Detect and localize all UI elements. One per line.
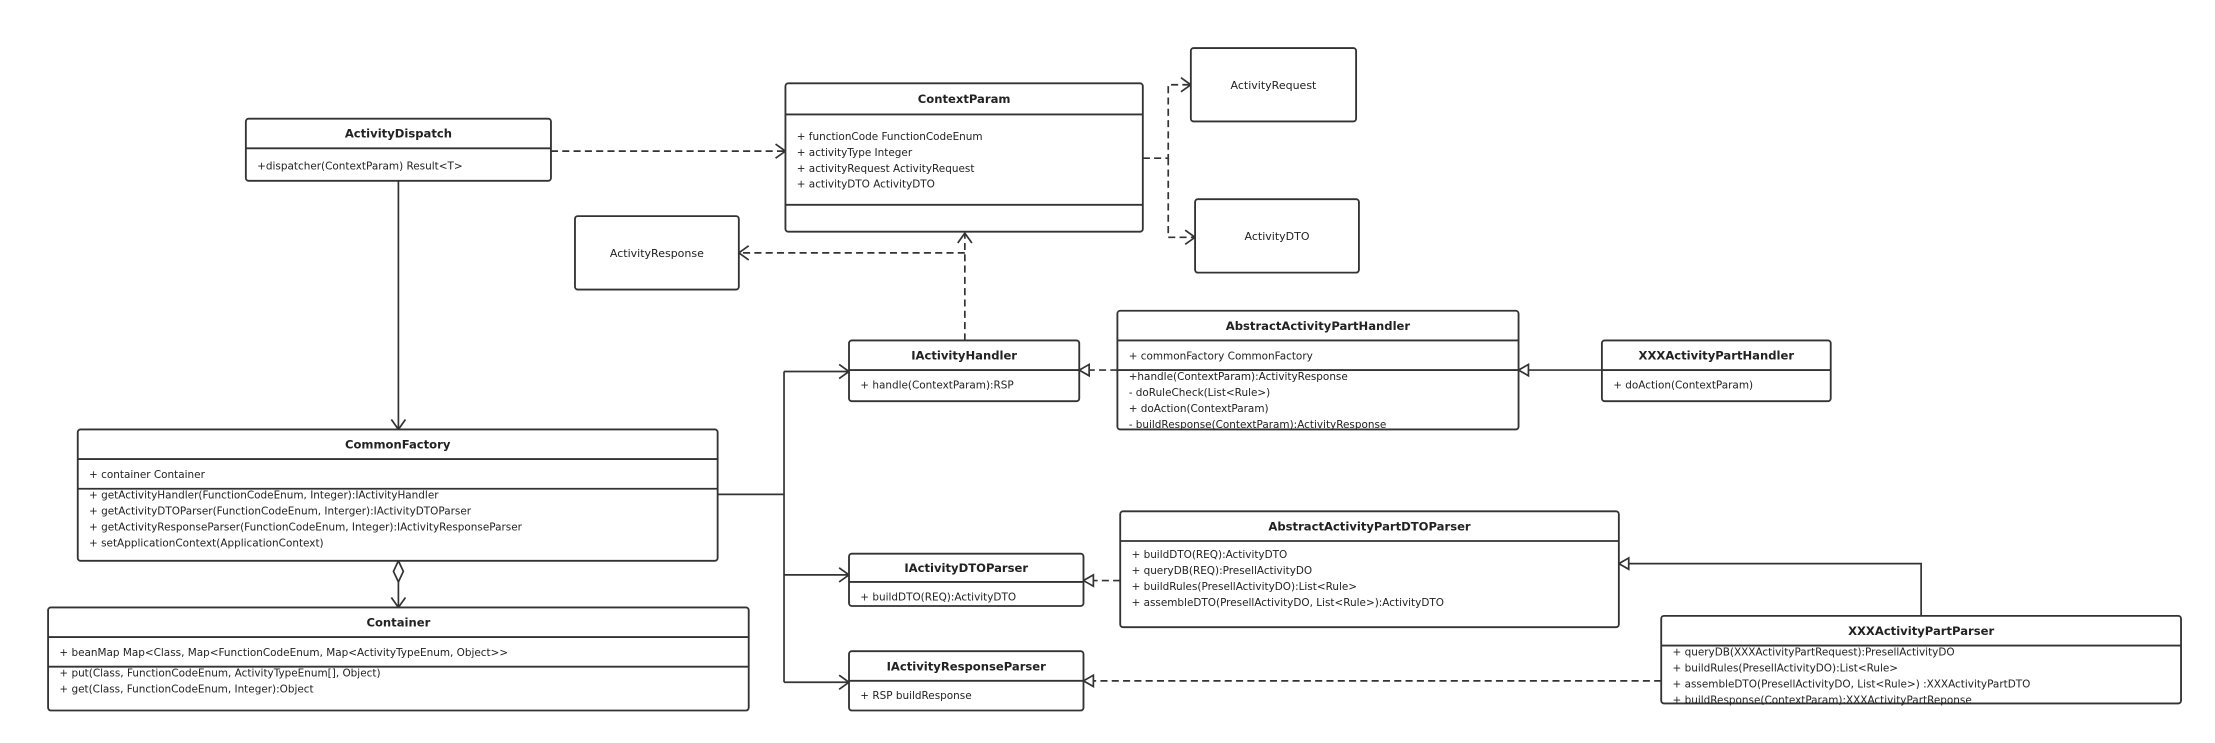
class-i-activity-response-parser[interactable]: IActivityResponseParser + RSP buildRespon… — [848, 650, 1085, 712]
class-attribute: + activityDTO ActivityDTO — [797, 179, 935, 191]
class-method: + assembleDTO(PresellActivityDO, List<Ru… — [1132, 597, 1444, 609]
class-name: IActivityDTOParser — [904, 561, 1028, 575]
hollow-triangle-arrowhead — [1617, 556, 1630, 571]
class-method: - buildResponse(ContextParam):ActivityRe… — [1129, 419, 1387, 431]
class-method: + getActivityDTOParser(FunctionCodeEnum,… — [89, 506, 472, 518]
hollow-triangle-arrowhead — [1516, 362, 1530, 378]
association-factory-trunk — [717, 371, 785, 683]
class-name: ActivityResponse — [610, 247, 704, 260]
class-activity-dto[interactable]: ActivityDTO — [1194, 198, 1360, 274]
aggregation-diamond — [392, 558, 405, 584]
class-name: ActivityDispatch — [345, 127, 452, 141]
class-method: + buildResponse(ContextParam):XXXActivit… — [1673, 694, 1972, 706]
class-method: + assembleDTO(PresellActivityDO, List<Ru… — [1673, 678, 2031, 690]
class-box — [47, 606, 750, 712]
class-name: ContextParam — [918, 92, 1011, 106]
class-name: XXXActivityPartHandler — [1639, 348, 1795, 362]
class-method: + getActivityHandler(FunctionCodeEnum, I… — [89, 490, 439, 502]
class-attribute: + functionCode FunctionCodeEnum — [797, 131, 983, 143]
class-name: XXXActivityPartParser — [1848, 624, 1994, 638]
class-method: + getActivityResponseParser(FunctionCode… — [89, 522, 523, 534]
class-attribute: + beanMap Map<Class, Map<FunctionCodeEnu… — [59, 647, 508, 659]
hollow-triangle-arrowhead — [1081, 573, 1095, 588]
class-attribute: + activityRequest ActivityRequest — [797, 163, 975, 175]
class-method: +dispatcher(ContextParam) Result<T> — [257, 161, 462, 173]
class-method: + buildRules(PresellActivityDO):List<Rul… — [1673, 662, 1899, 674]
class-name: AbstractActivityPartHandler — [1226, 319, 1411, 333]
generalization-xxxparser-abstractdtoparser — [1628, 562, 1922, 616]
class-method: - doRuleCheck(List<Rule>) — [1129, 387, 1271, 399]
class-activity-dispatch[interactable]: ActivityDispatch +dispatcher(ContextParam… — [244, 117, 552, 182]
class-name: ActivityRequest — [1231, 79, 1318, 92]
class-box — [848, 552, 1085, 607]
class-box — [574, 215, 740, 291]
class-name: IActivityResponseParser — [887, 659, 1047, 673]
class-context-param[interactable]: ContextParam + functionCode FunctionCodeE… — [784, 82, 1144, 233]
class-abstract-activity-part-handler[interactable]: AbstractActivityPartHandler + commonFacto… — [1116, 309, 1520, 431]
class-name: CommonFactory — [345, 437, 451, 451]
class-method: +handle(ContextParam):ActivityResponse — [1129, 371, 1348, 383]
class-name: Container — [366, 615, 430, 629]
dependency-contextparam-request — [1142, 83, 1190, 160]
class-container[interactable]: Container + beanMap Map<Class, Map<Functi… — [47, 606, 750, 712]
class-abstract-activity-part-dto-parser[interactable]: AbstractActivityPartDTOParser + buildDTO(… — [1119, 510, 1620, 629]
class-method: + RSP buildResponse — [860, 690, 971, 702]
class-box — [244, 117, 552, 182]
class-method: + get(Class, FunctionCodeEnum, Integer):… — [59, 684, 313, 696]
classes-layer: ActivityDispatch +dispatcher(ContextParam… — [47, 47, 2182, 712]
class-activity-response[interactable]: ActivityResponse — [574, 215, 740, 291]
class-activity-request[interactable]: ActivityRequest — [1189, 47, 1358, 123]
class-method: + queryDB(XXXActivityPartRequest):Presel… — [1673, 646, 1955, 658]
class-method: + doAction(ContextParam) — [1129, 403, 1269, 415]
class-box — [76, 428, 719, 562]
class-common-factory[interactable]: CommonFactory + container Container + getA… — [76, 428, 719, 562]
class-method: + setApplicationContext(ApplicationConte… — [89, 538, 324, 550]
open-arrowhead — [957, 231, 973, 244]
class-box — [1189, 47, 1358, 123]
class-i-activity-dto-parser[interactable]: IActivityDTOParser + buildDTO(REQ):Activi… — [848, 552, 1085, 607]
class-xxx-activity-part-handler[interactable]: XXXActivityPartHandler + doAction(Context… — [1600, 339, 1832, 403]
class-method: + put(Class, FunctionCodeEnum, ActivityT… — [59, 668, 380, 680]
class-i-activity-handler[interactable]: IActivityHandler + handle(ContextParam):R… — [848, 339, 1081, 403]
class-method: + buildRules(PresellActivityDO):List<Rul… — [1132, 581, 1358, 593]
class-name: AbstractActivityPartDTOParser — [1268, 519, 1471, 533]
dependency-contextparam-dto — [1167, 158, 1194, 239]
hollow-triangle-arrowhead — [1077, 362, 1090, 378]
class-name: ActivityDTO — [1245, 230, 1310, 243]
class-attribute: + container Container — [89, 469, 206, 481]
class-box — [784, 82, 1144, 233]
class-box — [1660, 614, 2182, 705]
class-xxx-activity-part-parser[interactable]: XXXActivityPartParser + queryDB(XXXActivi… — [1660, 614, 2182, 706]
class-method: + buildDTO(REQ):ActivityDTO — [1132, 549, 1288, 561]
class-method: + doAction(ContextParam) — [1613, 379, 1753, 391]
class-method: + buildDTO(REQ):ActivityDTO — [860, 591, 1016, 603]
class-method: + handle(ContextParam):RSP — [860, 379, 1013, 391]
class-box — [1194, 198, 1360, 274]
class-attribute: + activityType Integer — [797, 147, 913, 159]
class-name: IActivityHandler — [911, 348, 1017, 362]
class-attribute: + commonFactory CommonFactory — [1129, 350, 1313, 362]
class-method: + queryDB(REQ):PresellActivityDO — [1132, 565, 1313, 577]
hollow-triangle-arrowhead — [1081, 673, 1095, 688]
